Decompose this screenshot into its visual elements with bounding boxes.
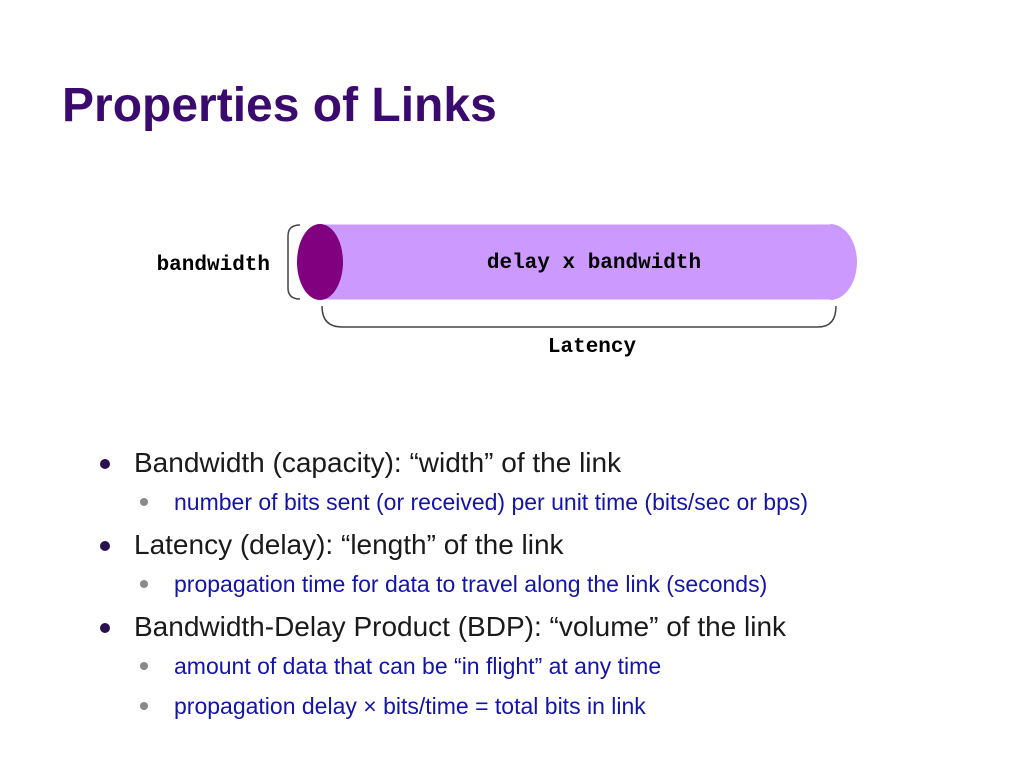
sub-bullet-dot [140,702,148,710]
bullet-bdp: Bandwidth-Delay Product (BDP): “volume” … [96,608,996,646]
bullet-list: Bandwidth (capacity): “width” of the lin… [96,444,996,730]
pipe-body [320,224,857,300]
sub-bullet-text: propagation time for data to travel alon… [174,571,768,597]
sub-bullet-dot [140,580,148,588]
bullet-bandwidth: Bandwidth (capacity): “width” of the lin… [96,444,996,482]
pipe-end-cap [297,224,343,300]
bullet-dot [100,459,110,469]
sub-bullet-dot [140,662,148,670]
latency-brace [321,305,837,328]
bullet-text: Bandwidth (capacity): “width” of the lin… [134,447,622,478]
link-diagram: bandwidth delay x bandwidth Latency [157,223,857,359]
bullet-dot [100,541,110,551]
bullet-text: Bandwidth-Delay Product (BDP): “volume” … [134,611,787,642]
sub-bullet-latency: propagation time for data to travel alon… [96,568,996,600]
sub-bullet-dot [140,498,148,506]
bandwidth-label: bandwidth [157,254,270,277]
sub-bullet-in-flight: amount of data that can be “in flight” a… [96,650,996,682]
bullet-latency: Latency (delay): “length” of the link [96,526,996,564]
sub-bullet-total-bits: propagation delay × bits/time = total bi… [96,690,996,722]
bullet-text: Latency (delay): “length” of the link [134,529,564,560]
sub-bullet-text: amount of data that can be “in flight” a… [174,653,662,679]
sub-bullet-text: number of bits sent (or received) per un… [174,489,809,515]
bullet-dot [100,623,110,633]
pipe-label: delay x bandwidth [487,252,701,275]
sub-bullet-text: propagation delay × bits/time = total bi… [174,693,646,719]
sub-bullet-bandwidth: number of bits sent (or received) per un… [96,486,996,518]
slide-title: Properties of Links [62,79,497,132]
latency-label: Latency [548,336,637,359]
bandwidth-bracket [287,224,301,300]
